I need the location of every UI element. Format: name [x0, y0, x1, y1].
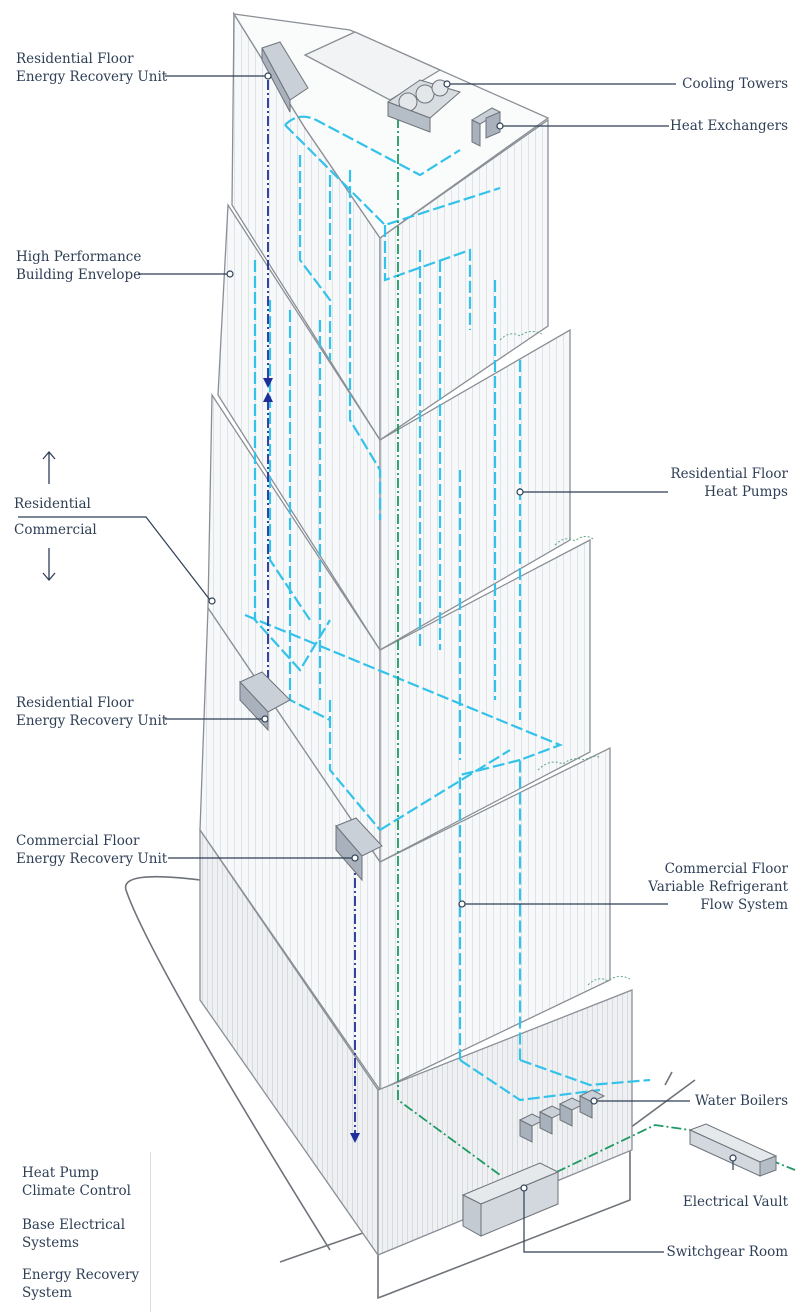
label-residential: Residential [14, 496, 91, 512]
legend-heat-pump: Heat Pump Climate Control [22, 1164, 131, 1200]
label-switchgear: Switchgear Room [666, 1244, 788, 1260]
label-envelope-line-2: Building Envelope [16, 267, 142, 283]
label-heat-exchangers: Heat Exchangers [669, 118, 788, 134]
energy-recovery-arrowheads [263, 378, 360, 1143]
label-res-eru-top-line-2: Energy Recovery Unit [16, 69, 168, 85]
label-commercial: Commercial [14, 522, 97, 538]
terrace-planting [499, 330, 631, 986]
legend-heat-pump-line-1: Heat Pump [22, 1165, 99, 1181]
legend-energy-recovery: Energy Recovery System [22, 1266, 139, 1302]
equipment [239, 41, 778, 1237]
label-envelope: High Performance Building Envelope [16, 248, 141, 284]
label-res-heat-pumps: Residential Floor Heat Pumps [670, 465, 788, 501]
roof-bulkhead [303, 31, 442, 101]
label-vrf: Commercial Floor Variable Refrigerant Fl… [648, 860, 788, 914]
label-res-heat-pumps-line-1: Residential Floor [670, 466, 788, 482]
water-boiler-units [518, 1089, 606, 1143]
label-res-eru-mid: Residential Floor Energy Recovery Unit [16, 694, 167, 730]
label-electrical-vault: Electrical Vault [682, 1194, 788, 1210]
cooling-tower-units [386, 79, 462, 133]
label-res-eru-mid-line-2: Energy Recovery Unit [16, 713, 168, 729]
label-cooling-towers: Cooling Towers [682, 76, 788, 92]
building-envelope [199, 11, 633, 1258]
commercial-down-arrow-icon [42, 548, 56, 581]
switchgear-room-box [461, 1162, 560, 1237]
label-res-eru-top: Residential Floor Energy Recovery Unit [16, 50, 167, 86]
tier-2-right-face [379, 328, 571, 652]
label-res-heat-pumps-line-2: Heat Pumps [704, 484, 788, 500]
heat-pump-system [244, 115, 651, 1102]
label-com-eru-line-2: Energy Recovery Unit [16, 851, 168, 867]
res-eru-top-unit [261, 41, 309, 113]
label-vrf-line-2: Variable Refrigerant [648, 879, 788, 895]
energy-recovery-system [267, 80, 356, 1135]
legend-energy-recovery-line-2: System [22, 1285, 73, 1301]
label-com-eru-line-1: Commercial Floor [16, 833, 140, 849]
label-vrf-line-3: Flow System [700, 897, 788, 913]
heat-exchanger-units [470, 107, 502, 147]
label-res-eru-mid-line-1: Residential Floor [16, 695, 134, 711]
res-eru-mid-unit [239, 671, 291, 732]
com-eru-unit [335, 817, 383, 882]
leader-dots [208, 72, 737, 1192]
label-res-eru-top-line-1: Residential Floor [16, 51, 134, 67]
label-envelope-line-1: High Performance [16, 249, 142, 265]
legend-electrical: Base Electrical Systems [22, 1216, 125, 1252]
podium-right-face [377, 989, 633, 1256]
legend-electrical-line-2: Systems [22, 1235, 79, 1251]
legend-energy-recovery-line-1: Energy Recovery [22, 1267, 140, 1283]
tier-1-right-face [379, 118, 549, 442]
legend-electrical-line-1: Base Electrical [22, 1217, 126, 1233]
electrical-vault-box [688, 1123, 778, 1177]
roof [232, 13, 550, 239]
label-water-boilers: Water Boilers [695, 1093, 788, 1109]
legend-heat-pump-line-2: Climate Control [22, 1183, 131, 1199]
label-com-eru: Commercial Floor Energy Recovery Unit [16, 832, 167, 868]
residential-up-arrow-icon [42, 451, 56, 484]
label-vrf-line-1: Commercial Floor [664, 861, 788, 877]
legend: Heat Pump Climate Control Base Electrica… [10, 1152, 151, 1312]
